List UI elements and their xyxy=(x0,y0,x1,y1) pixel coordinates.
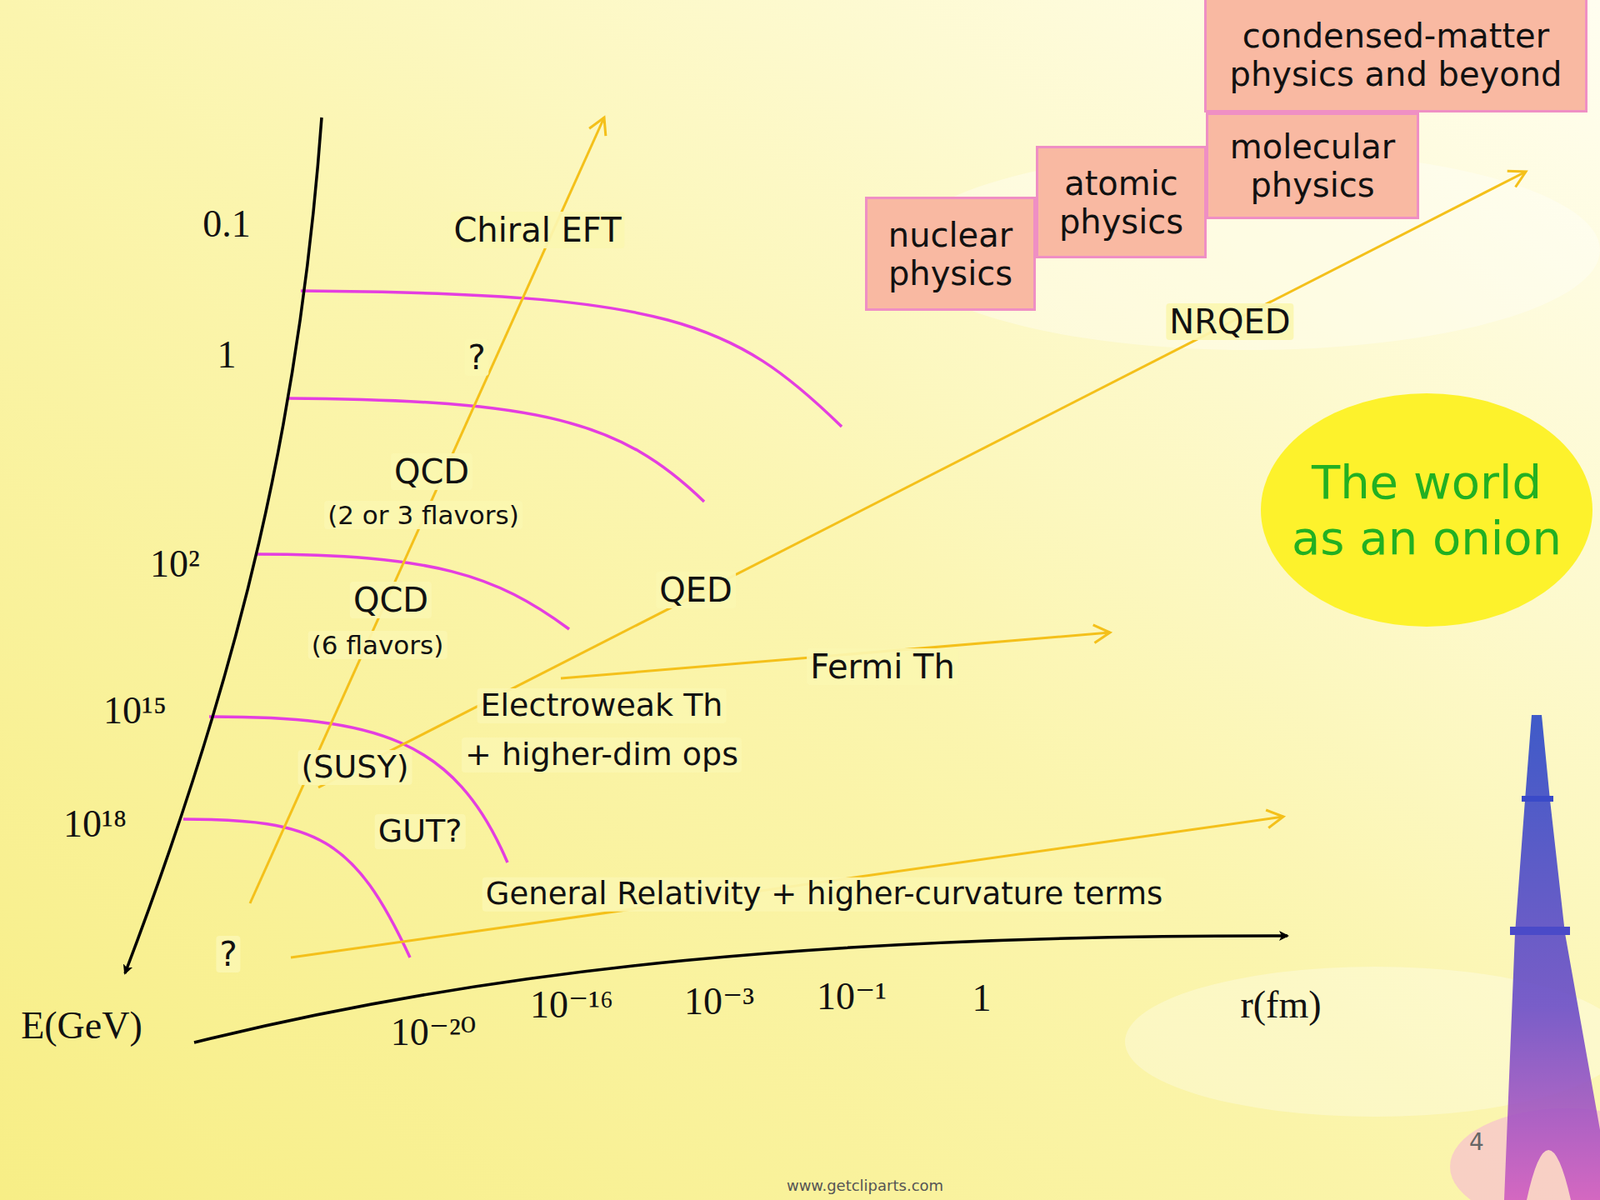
box-label: molecular physics xyxy=(1216,127,1409,205)
tower-platform xyxy=(1510,926,1570,935)
theory-label: QCD xyxy=(390,453,473,490)
ellipse-shape xyxy=(1260,392,1594,628)
theory-label: NRQED xyxy=(1165,303,1294,340)
theory-label: General Relativity + higher-curvature te… xyxy=(482,877,1166,912)
axis-tick: 1 xyxy=(972,977,992,1020)
physics-box: nuclear physics xyxy=(865,196,1036,311)
theory-note: (2 or 3 flavors) xyxy=(324,500,523,530)
axis-title: E(GeV) xyxy=(20,1005,143,1048)
scale-boundary xyxy=(287,398,705,502)
theory-label: QED xyxy=(655,571,736,609)
tower-platform xyxy=(1521,795,1554,802)
axis-tick: 0.1 xyxy=(202,203,251,246)
watermark: www.getcliparts.com xyxy=(786,1177,944,1195)
physics-box: condensed-matter physics and beyond xyxy=(1204,0,1588,113)
axis-tick: 10⁻¹⁶ xyxy=(530,984,614,1027)
axis-tick: 10² xyxy=(150,543,200,586)
title-ellipse: The world as an onion xyxy=(1260,392,1594,628)
page-number: 4 xyxy=(1469,1130,1485,1156)
scale-boundary xyxy=(300,290,842,427)
physics-box: molecular physics xyxy=(1205,112,1420,220)
theory-label: Chiral EFT xyxy=(450,211,625,249)
distance-axis xyxy=(194,935,1288,1043)
axis-tick: 10⁻³ xyxy=(684,980,755,1024)
theory-label: Fermi Th xyxy=(806,648,959,685)
box-label: atomic physics xyxy=(1046,164,1196,241)
axis-tick: 10⁻²⁰ xyxy=(390,1011,477,1055)
theory-label: (SUSY) xyxy=(298,750,413,785)
box-label: condensed-matter physics and beyond xyxy=(1215,16,1577,94)
axis-title: r(fm) xyxy=(1240,984,1321,1027)
energy-axis xyxy=(125,117,322,974)
box-label: nuclear physics xyxy=(875,215,1025,293)
eiffel-tower xyxy=(1504,715,1600,1200)
physics-box: atomic physics xyxy=(1035,145,1207,259)
axis-tick: 10⁻¹ xyxy=(816,975,887,1019)
scale-boundary xyxy=(255,554,570,630)
ellipse-fill xyxy=(1260,393,1593,627)
axis-tick: 10¹⁸ xyxy=(63,803,127,846)
theory-note: + higher-dim ops xyxy=(461,737,742,773)
theory-label: GUT? xyxy=(375,814,466,850)
theory-label: QCD xyxy=(350,581,432,619)
theory-label: Electroweak Th xyxy=(477,688,727,724)
axis-tick: 10¹⁵ xyxy=(103,690,167,733)
theory-note: (6 flavors) xyxy=(308,630,448,660)
axis-tick: 1 xyxy=(217,334,237,377)
slide-title: The world as an onion xyxy=(1285,454,1569,566)
unknown-mark: ? xyxy=(215,935,240,973)
unknown-mark: ? xyxy=(464,339,489,376)
